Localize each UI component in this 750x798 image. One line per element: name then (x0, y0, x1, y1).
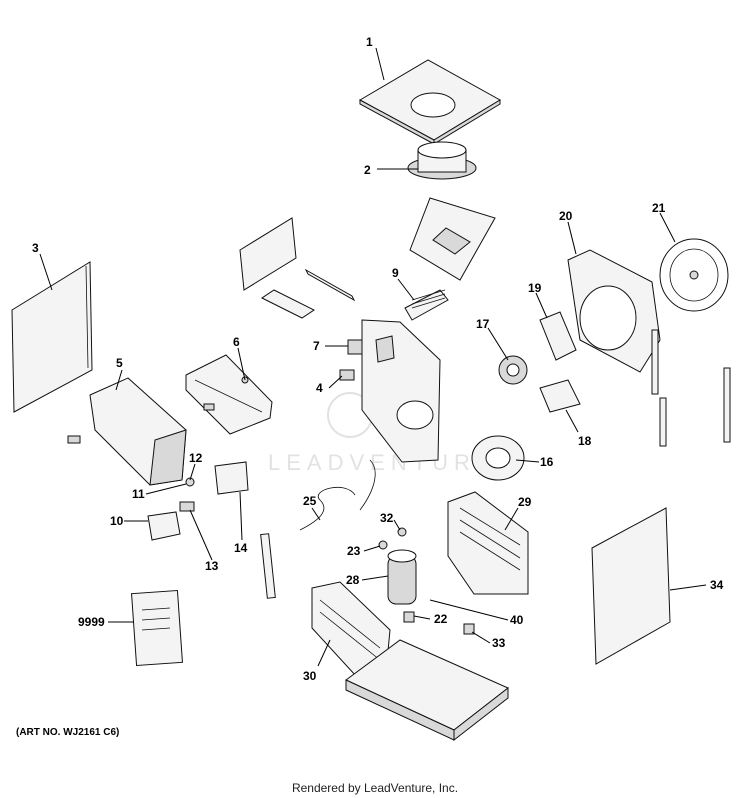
callout-32: 32 (380, 511, 394, 525)
base-pan[interactable] (345, 639, 509, 742)
part-9-heater[interactable] (404, 289, 449, 321)
callout-7: 7 (313, 339, 320, 353)
callout-23: 23 (347, 544, 361, 558)
callout-40: 40 (510, 613, 524, 627)
callout-13: 13 (205, 559, 219, 573)
callout-9999: 9999 (78, 615, 105, 629)
part-17-motor[interactable] (498, 355, 528, 385)
callout-labels: 1 2 3 4 5 6 7 9 10 11 12 13 14 16 17 18 … (32, 35, 724, 683)
callout-1: 1 (366, 35, 373, 49)
part-34-side-panel[interactable] (591, 507, 671, 665)
partition-panel[interactable] (239, 217, 356, 319)
callout-3: 3 (32, 241, 39, 255)
center-bulkhead[interactable] (361, 319, 441, 463)
callout-19: 19 (528, 281, 542, 295)
callout-25: 25 (303, 494, 317, 508)
footer-credit: Rendered by LeadVenture, Inc. (291, 781, 459, 795)
part-16-blower-wheel[interactable] (471, 435, 525, 481)
part-6-mounting-bracket[interactable] (185, 354, 273, 435)
callout-12: 12 (189, 451, 203, 465)
watermark: LEADVENTURE (268, 392, 497, 475)
part-22-mount[interactable] (403, 611, 415, 623)
part-33-sensor[interactable] (463, 623, 475, 635)
callout-16: 16 (540, 455, 554, 469)
part-18-motor-mount[interactable] (539, 379, 581, 413)
part-12-knob[interactable] (185, 477, 195, 487)
callout-18: 18 (578, 434, 592, 448)
part-29-evaporator[interactable] (447, 491, 529, 595)
callout-21: 21 (652, 201, 666, 215)
part-5-control-cover[interactable] (67, 377, 187, 486)
part-21-fan-blade[interactable] (659, 238, 729, 312)
callout-29: 29 (518, 495, 532, 509)
callout-14: 14 (234, 541, 248, 555)
callout-10: 10 (110, 514, 124, 528)
callout-33: 33 (492, 636, 506, 650)
callout-34: 34 (710, 578, 724, 592)
part-9999-manual[interactable] (131, 589, 183, 667)
part-7-capacitor[interactable] (347, 339, 363, 355)
callout-30: 30 (303, 669, 317, 683)
callout-28: 28 (346, 573, 360, 587)
callout-2: 2 (364, 163, 371, 177)
part-19-motor-bracket[interactable] (539, 311, 577, 361)
callout-6: 6 (233, 335, 240, 349)
callout-17: 17 (476, 317, 490, 331)
part-10-control-board[interactable] (147, 511, 181, 541)
callout-4: 4 (316, 381, 323, 395)
part-13-switch[interactable] (179, 501, 195, 512)
part-25-capillary-tube[interactable] (299, 459, 376, 531)
callout-11: 11 (132, 487, 145, 501)
part-2-collar-ring[interactable] (407, 141, 477, 180)
part-23-washer[interactable] (378, 540, 388, 550)
part-20-shroud[interactable] (567, 249, 661, 373)
callout-5: 5 (116, 356, 123, 370)
support-strips (260, 329, 731, 599)
duct-funnel[interactable] (409, 197, 496, 281)
leader-lines (39, 47, 707, 667)
art-number: (ART NO. WJ2161 C6) (16, 727, 120, 738)
part-14-control-bracket[interactable] (214, 461, 249, 495)
watermark-text: LEADVENTURE (268, 450, 497, 475)
callout-9: 9 (392, 266, 399, 280)
part-28-compressor[interactable] (387, 549, 417, 605)
callout-20: 20 (559, 209, 573, 223)
part-3-side-panel[interactable] (11, 261, 93, 413)
callout-22: 22 (434, 612, 448, 626)
part-1-top-cover[interactable] (358, 59, 501, 145)
part-4-relay[interactable] (339, 369, 355, 381)
